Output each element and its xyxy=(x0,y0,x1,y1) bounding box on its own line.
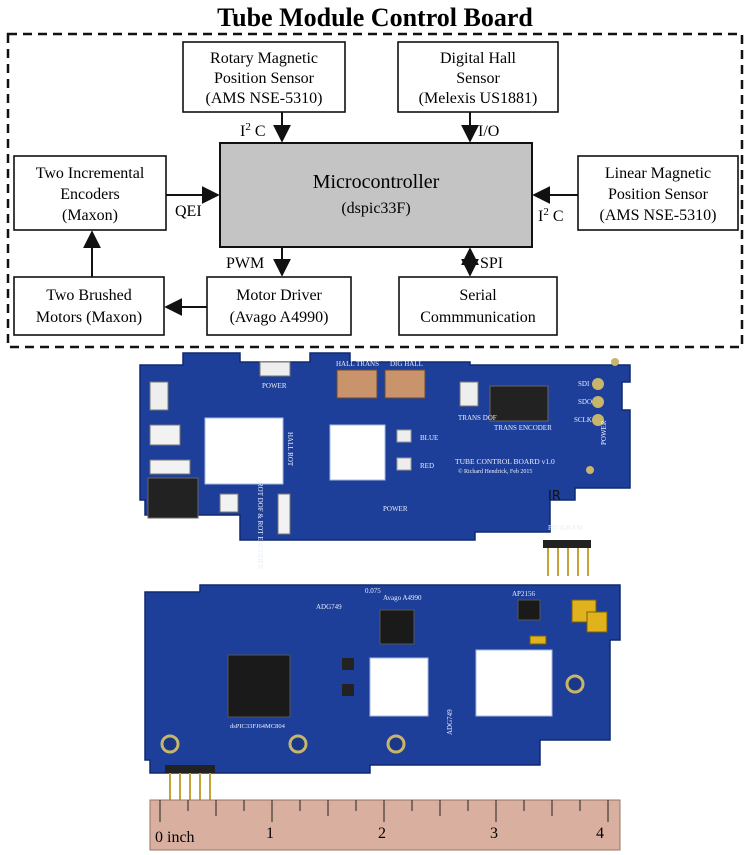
microcontroller-block: Microcontroller (dspic33F) xyxy=(219,142,533,248)
silk-adg749-2: ADG749 xyxy=(446,709,454,735)
silk-board-title: TUBE CONTROL BOARD v1.0 xyxy=(455,457,555,466)
silk-avago: Avago A4990 xyxy=(383,594,422,602)
hall-sensor-block: Digital Hall Sensor (Melexis US1881) xyxy=(397,41,559,113)
encoders-line-1: Two Incremental xyxy=(36,165,145,182)
ruler-label-3: 3 xyxy=(490,825,498,842)
board-photo: HALL TRANS DIG HALL POWER HALL ROT BLUE … xyxy=(139,352,631,851)
encoders-block: Two Incremental Encoders (Maxon) xyxy=(13,155,167,231)
label-io: I/O xyxy=(478,123,499,140)
silk-dig-hall: DIG HALL xyxy=(390,360,423,368)
linear-sensor-block: Linear Magnetic Position Sensor (AMS NSE… xyxy=(577,155,739,231)
motors-line-1: Two Brushed xyxy=(46,287,132,304)
silk-rot-dof: ROT DOF & ROT ENCODER xyxy=(256,482,264,570)
silk-power-1: POWER xyxy=(262,382,287,390)
micro-line-2: (dspic33F) xyxy=(341,200,410,217)
silk-sclk: SCLK xyxy=(574,416,592,424)
motor-driver-block: Motor Driver (Avago A4990) xyxy=(206,276,352,336)
figure-title: Tube Module Control Board xyxy=(217,3,533,32)
label-i2c-left: I2 C xyxy=(240,121,266,140)
bottom-pcb: ADG749 Avago A4990 AP2156 dsPIC33FJ64MC8… xyxy=(144,584,621,800)
label-pwm: PWM xyxy=(226,255,264,272)
serial-line-2: Commmunication xyxy=(420,309,536,326)
encoders-line-2: Encoders xyxy=(60,186,120,203)
motors-block: Two Brushed Motors (Maxon) xyxy=(13,276,165,336)
ruler-ticks xyxy=(159,800,609,822)
top-pcb: HALL TRANS DIG HALL POWER HALL ROT BLUE … xyxy=(139,352,631,576)
ruler: 0 inch 1 2 3 4 xyxy=(149,799,621,851)
encoders-line-3: (Maxon) xyxy=(62,207,118,224)
silk-0075: 0.075 xyxy=(365,587,381,595)
silk-blue: BLUE xyxy=(420,434,438,442)
ruler-label-4: 4 xyxy=(596,825,604,842)
silk-trans-encoder: TRANS ENCODER xyxy=(494,424,552,432)
motors-line-2: Motors (Maxon) xyxy=(36,309,142,326)
silk-hall-rot: HALL ROT xyxy=(286,432,294,467)
ruler-label-0: 0 inch xyxy=(155,829,195,846)
silk-sdi: SDI xyxy=(578,380,590,388)
label-spi: SPI xyxy=(480,255,503,272)
silk-adg749-1: ADG749 xyxy=(316,603,342,611)
label-i2c-right: I2 C xyxy=(538,206,564,225)
hall-line-1: Digital Hall xyxy=(440,50,517,67)
driver-line-2: (Avago A4990) xyxy=(230,309,329,326)
silk-copyright: © Richard Hendrick, Feb 2015 xyxy=(458,468,532,475)
serial-line-1: Serial xyxy=(459,287,497,304)
silk-hall-trans: HALL TRANS xyxy=(336,360,379,368)
label-qei: QEI xyxy=(175,203,202,220)
silk-power-3: POWER xyxy=(600,420,608,445)
rotary-line-1: Rotary Magnetic xyxy=(210,50,318,67)
linear-line-3: (AMS NSE-5310) xyxy=(600,207,717,224)
rotary-line-3: (AMS NSE-5310) xyxy=(206,90,323,107)
rotary-sensor-block: Rotary Magnetic Position Sensor (AMS NSE… xyxy=(182,41,346,113)
silk-ap2156: AP2156 xyxy=(512,590,535,598)
silk-power-2: POWER xyxy=(383,505,408,513)
linear-line-1: Linear Magnetic xyxy=(605,165,711,182)
ruler-label-2: 2 xyxy=(378,825,386,842)
silk-ir-mark: IR xyxy=(548,489,561,504)
serial-block: Serial Commmunication xyxy=(398,276,558,336)
driver-line-1: Motor Driver xyxy=(236,287,322,304)
rotary-line-2: Position Sensor xyxy=(214,70,315,87)
hall-line-2: Sensor xyxy=(456,70,500,87)
silk-red: RED xyxy=(420,462,434,470)
silk-dspic: dsPIC33FJ64MC804 xyxy=(230,723,286,730)
ruler-label-1: 1 xyxy=(266,825,274,842)
hall-line-3: (Melexis US1881) xyxy=(419,90,538,107)
linear-line-2: Position Sensor xyxy=(608,186,709,203)
silk-trans-dof: TRANS DOF xyxy=(458,414,497,422)
silk-sdo: SDO xyxy=(578,398,592,406)
micro-line-1: Microcontroller xyxy=(313,171,440,193)
dashed-border xyxy=(6,32,744,349)
silk-program: PROGRAM xyxy=(548,524,583,532)
